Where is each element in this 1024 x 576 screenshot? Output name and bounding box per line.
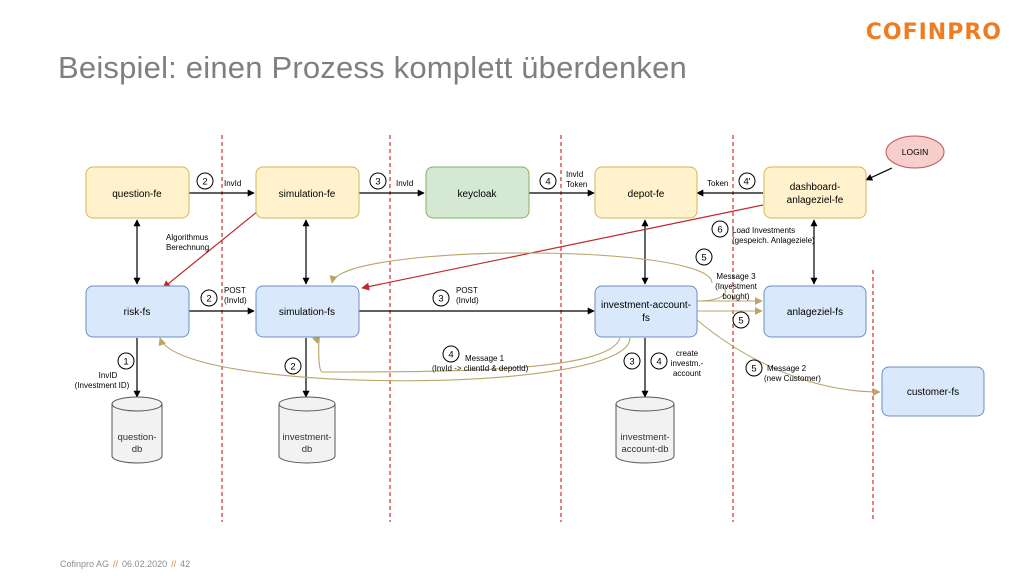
investment-db-label-line1: investment- bbox=[282, 432, 331, 443]
page-title: Beispiel: einen Prozess komplett überden… bbox=[58, 50, 687, 85]
label-post-2-line2: (InvId) bbox=[456, 296, 479, 305]
investment-db-label-line2: db bbox=[302, 444, 313, 455]
label-message2-line2: (new Customer) bbox=[764, 374, 821, 383]
step-2-top: 2 bbox=[202, 177, 207, 188]
depot-fe-node: depot-fe bbox=[594, 166, 698, 219]
risk-fs-label: risk-fs bbox=[124, 307, 151, 318]
black-connectors bbox=[133, 167, 893, 398]
label-invid-investment-line2: (Investment ID) bbox=[75, 381, 130, 390]
step-3-top: 3 bbox=[375, 177, 380, 188]
simulation-fs-node: simulation-fs bbox=[255, 285, 360, 338]
lane-dividers bbox=[221, 135, 874, 522]
simulation-fs-label: simulation-fs bbox=[279, 307, 335, 318]
footer: Cofinpro AG//06.02.2020//42 bbox=[60, 559, 190, 569]
question-fe-node: question-fe bbox=[85, 166, 190, 219]
label-algorithmus-line1: Algorithmus bbox=[166, 233, 208, 242]
investment-account-fs-label-line1: investment-account- bbox=[601, 300, 691, 311]
message-connectors bbox=[158, 252, 881, 396]
anlageziel-fs-node: anlageziel-fs bbox=[763, 285, 867, 338]
step-2-low: 2 bbox=[290, 362, 295, 373]
investment-account-db-node: investment- account-db bbox=[615, 396, 675, 464]
label-load-investments-line2: (gespeich. Anlageziele) bbox=[732, 236, 815, 245]
cofinpro-logo: COFINPRO bbox=[865, 20, 1002, 45]
label-load-investments-line1: Load Investments bbox=[732, 226, 795, 235]
label-token: Token bbox=[707, 179, 728, 188]
step-3-low: 3 bbox=[629, 357, 634, 368]
label-post-2-line1: POST bbox=[456, 286, 478, 295]
simulation-fe-node: simulation-fe bbox=[255, 166, 360, 219]
label-invid-token-line1: InvId bbox=[566, 170, 583, 179]
dashboard-anlageziel-fe-node: dashboard- anlageziel-fe bbox=[763, 166, 867, 219]
footer-separator: // bbox=[113, 559, 119, 569]
step-5-a: 5 bbox=[701, 253, 706, 264]
step-numbers: 2 3 4 4' 6 5 5 5 2 3 1 2 4 3 4 bbox=[123, 177, 756, 375]
label-message3-line1: Message 3 bbox=[716, 272, 756, 281]
step-4-prime: 4' bbox=[743, 177, 750, 188]
keycloak-node: keycloak bbox=[425, 166, 530, 219]
label-algorithmus-line2: Berechnung bbox=[166, 243, 209, 252]
edge-labels: InvId InvId InvId Token Token Algorithmu… bbox=[75, 170, 822, 390]
step-circles bbox=[117, 172, 763, 377]
investment-account-fs-node: investment-account- fs bbox=[594, 285, 698, 338]
login-label: LOGIN bbox=[902, 147, 928, 157]
investment-account-db-label-line1: investment- bbox=[620, 432, 669, 443]
footer-page-number: 42 bbox=[180, 559, 191, 569]
label-post-1-line2: (InvId) bbox=[224, 296, 247, 305]
question-db-label-line1: question- bbox=[117, 432, 156, 443]
label-message1-line1: Message 1 bbox=[465, 354, 505, 363]
anlageziel-fs-label: anlageziel-fs bbox=[787, 307, 843, 318]
label-create-line1: create bbox=[676, 349, 699, 358]
step-3-mid: 3 bbox=[438, 294, 443, 305]
step-5-b: 5 bbox=[738, 316, 743, 327]
label-message3-line2: (Investment bbox=[715, 282, 758, 291]
step-5-c: 5 bbox=[751, 364, 756, 375]
step-2-mid: 2 bbox=[206, 294, 211, 305]
label-message1-line2: (InvId -> clientId & depotId) bbox=[432, 364, 529, 373]
dashboard-fe-label-line2: anlageziel-fe bbox=[787, 195, 844, 206]
step-1: 1 bbox=[123, 357, 128, 368]
label-message2-line1: Message 2 bbox=[767, 364, 807, 373]
question-db-node: question- db bbox=[111, 396, 163, 464]
step-6: 6 bbox=[717, 225, 722, 236]
label-invid-2: InvId bbox=[396, 179, 413, 188]
label-invid-token-line2: Token bbox=[566, 180, 587, 189]
footer-date: 06.02.2020 bbox=[122, 559, 168, 569]
label-post-1-line1: POST bbox=[224, 286, 246, 295]
label-invid-investment-line1: InvID bbox=[99, 371, 118, 380]
investment-account-fs-label-line2: fs bbox=[642, 313, 650, 324]
investment-account-db-label-line2: account-db bbox=[621, 444, 668, 455]
customer-fs-label: customer-fs bbox=[907, 387, 959, 398]
dashboard-fe-label-line1: dashboard- bbox=[790, 182, 841, 193]
keycloak-label: keycloak bbox=[458, 189, 498, 200]
label-create-line3: account bbox=[673, 369, 702, 378]
login-node: LOGIN bbox=[885, 135, 945, 169]
depot-fe-label: depot-fe bbox=[628, 189, 665, 200]
question-fe-label: question-fe bbox=[112, 189, 162, 200]
risk-fs-node: risk-fs bbox=[85, 285, 190, 338]
label-message3-line3: bought) bbox=[722, 292, 749, 301]
label-create-line2: investm.- bbox=[671, 359, 704, 368]
question-db-label-line2: db bbox=[132, 444, 143, 455]
step-4-low-b: 4 bbox=[656, 357, 661, 368]
step-4-low: 4 bbox=[448, 350, 453, 361]
footer-separator: // bbox=[171, 559, 177, 569]
red-connectors bbox=[162, 204, 764, 291]
footer-company: Cofinpro AG bbox=[60, 559, 110, 569]
label-invid-1: InvId bbox=[224, 179, 241, 188]
investment-db-node: investment- db bbox=[278, 396, 336, 464]
customer-fs-node: customer-fs bbox=[881, 366, 985, 417]
simulation-fe-label: simulation-fe bbox=[279, 189, 336, 200]
step-4-top: 4 bbox=[545, 177, 550, 188]
